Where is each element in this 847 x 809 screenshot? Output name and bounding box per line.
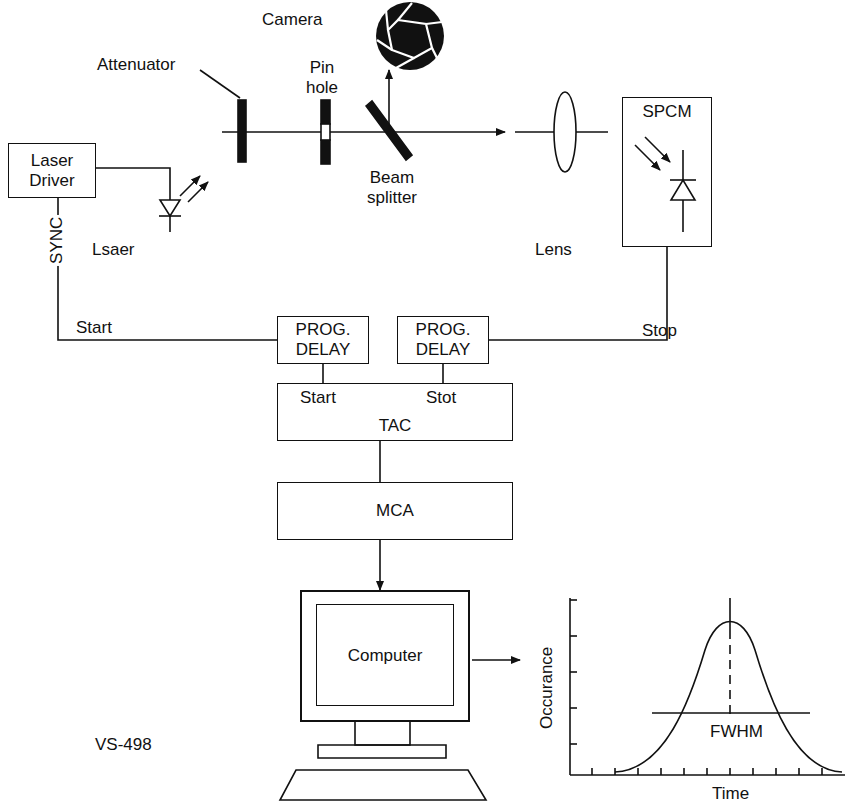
camera-icon	[376, 2, 444, 70]
signal-wire	[442, 364, 444, 383]
port-label: Start	[300, 388, 336, 408]
part-label: Beam splitter	[352, 168, 432, 207]
tick	[775, 768, 777, 775]
tick	[821, 768, 823, 775]
axis-ticks	[570, 600, 822, 775]
keyboard	[280, 770, 486, 800]
signal-label: SYNC	[49, 214, 68, 265]
tick	[798, 768, 800, 775]
box-label: TAC	[278, 416, 512, 436]
fwhm-line	[652, 712, 810, 714]
reflected-beam	[388, 70, 390, 132]
box-label: PROG. DELAY	[278, 320, 368, 359]
signal-wire	[489, 247, 667, 340]
part-label: Pin hole	[300, 58, 344, 97]
figure-id: VS-498	[95, 735, 152, 755]
lens-symbol	[554, 92, 576, 172]
tick	[752, 768, 754, 775]
monitor-base	[318, 745, 446, 758]
tick	[570, 707, 577, 709]
center-line	[729, 598, 731, 630]
monitor-stand	[355, 722, 410, 745]
gaussian-curve	[615, 622, 842, 773]
chart-label: FWHM	[708, 722, 765, 742]
wire	[85, 168, 170, 190]
delay-box: PROG. DELAY	[277, 316, 369, 364]
port-label: Stot	[426, 388, 456, 408]
tick	[570, 599, 577, 601]
signal-wire	[58, 198, 277, 340]
laser-diode-symbol	[159, 176, 208, 232]
box-label: PROG. DELAY	[398, 320, 488, 359]
detector-box: SPCM	[622, 97, 712, 247]
tick	[591, 768, 593, 775]
output-arrow	[472, 659, 520, 661]
box-label: Computer	[348, 646, 423, 666]
computer-monitor: Computer	[300, 590, 470, 722]
axis-label: Time	[712, 784, 749, 804]
part-label: Lens	[535, 240, 572, 260]
signal-wire	[379, 441, 381, 482]
signal-label: Start	[76, 318, 112, 338]
tick	[570, 635, 577, 637]
pinhole-aperture	[321, 124, 330, 140]
tac-box: Start StotTAC	[277, 383, 513, 441]
mca-box: MCA	[277, 482, 513, 540]
tick	[683, 768, 685, 775]
pinhole-plate	[321, 100, 330, 124]
tick	[660, 768, 662, 775]
driver-box: Laser Driver	[8, 143, 96, 198]
box-label: Laser Driver	[9, 151, 95, 190]
part-label: Camera	[262, 10, 322, 30]
axis-label: Occurance	[537, 647, 557, 729]
box-label: SPCM	[642, 102, 691, 122]
tick	[729, 768, 731, 775]
chart-axis	[569, 598, 571, 775]
box-label: MCA	[376, 501, 414, 521]
beam-path	[222, 131, 505, 133]
photodiode-symbol	[635, 137, 696, 232]
signal-label: Stop	[640, 322, 679, 341]
part-label: Lsaer	[92, 240, 135, 260]
delay-box: PROG. DELAY	[397, 316, 489, 364]
attenuator-plate	[238, 100, 246, 162]
tick	[570, 671, 577, 673]
tick	[706, 768, 708, 775]
tick	[637, 768, 639, 775]
pinhole-plate	[321, 140, 330, 164]
center-line	[729, 630, 731, 714]
signal-wire	[379, 540, 381, 590]
tick	[570, 743, 577, 745]
part-label: Attenuator	[97, 55, 175, 75]
leader-line	[200, 70, 240, 98]
signal-wire	[322, 364, 324, 383]
